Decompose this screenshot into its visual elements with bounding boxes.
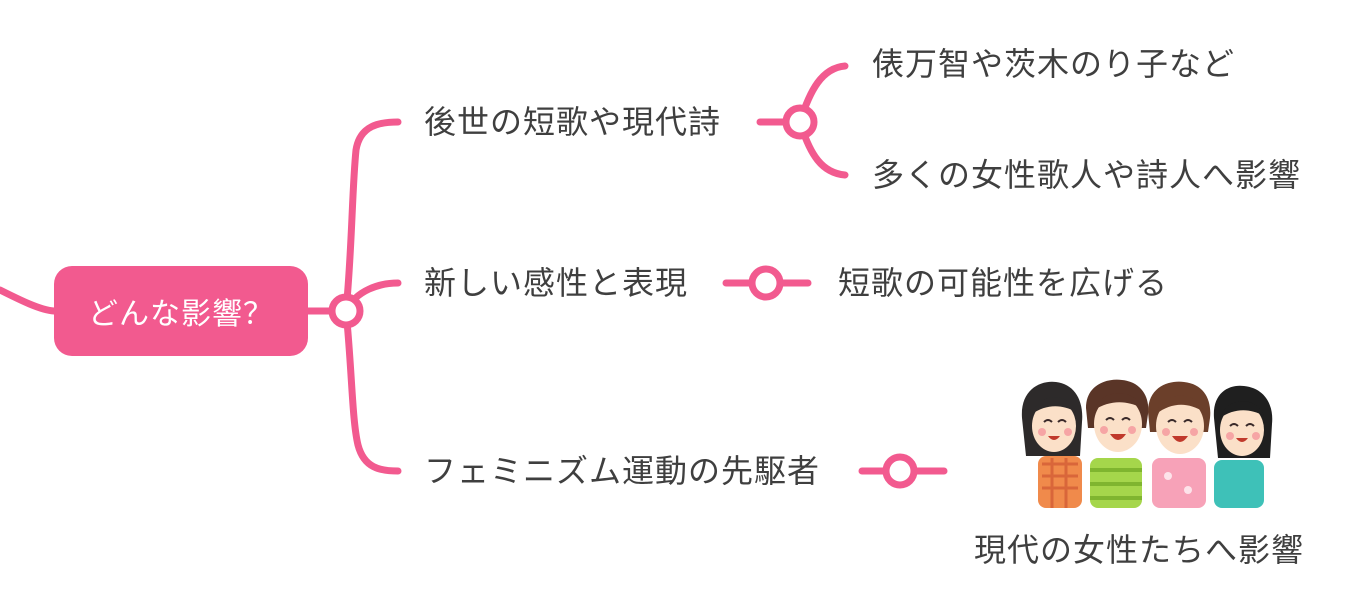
woman-figure-3 bbox=[1148, 381, 1211, 508]
branch-line-1 bbox=[342, 118, 402, 315]
woman-figure-4 bbox=[1213, 385, 1273, 508]
root-topic-node[interactable]: どんな影響？ bbox=[54, 266, 308, 356]
woman-figure-1 bbox=[1021, 381, 1083, 508]
hub-node-root[interactable] bbox=[328, 293, 364, 329]
branch-topic-2[interactable]: 新しい感性と表現 bbox=[424, 264, 689, 302]
subtopic-1-1[interactable]: 俵万智や茨木のり子など bbox=[872, 45, 1236, 83]
branch-topic-1[interactable]: 後世の短歌や現代詩 bbox=[424, 103, 722, 141]
subtopic-2-1[interactable]: 短歌の可能性を広げる bbox=[838, 264, 1169, 302]
woman-figure-2 bbox=[1086, 379, 1149, 508]
subtopic-3-1[interactable]: 現代の女性たちへ影響 bbox=[974, 531, 1305, 569]
branch-line-3 bbox=[342, 307, 402, 475]
incoming-branch-line bbox=[0, 286, 58, 315]
branch-topic-3[interactable]: フェミニズム運動の先駆者 bbox=[424, 452, 821, 490]
subtopic-1-2[interactable]: 多くの女性歌人や詩人へ影響 bbox=[872, 156, 1302, 194]
hub-node-branch-2[interactable] bbox=[748, 265, 784, 301]
hub-node-branch-3[interactable] bbox=[882, 453, 918, 489]
hub-node-branch-1[interactable] bbox=[782, 104, 818, 140]
four-women-hugging-illustration bbox=[1021, 379, 1273, 508]
root-topic-label: どんな影響？ bbox=[88, 297, 274, 332]
